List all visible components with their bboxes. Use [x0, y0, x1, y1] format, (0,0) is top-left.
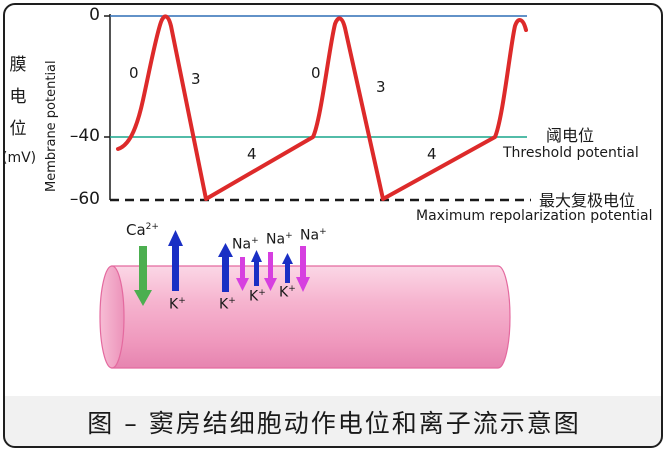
threshold-label-en: Threshold potential — [503, 145, 639, 161]
tick-label-minus-40: –40 — [69, 126, 100, 146]
ion-ca-label: Ca2+ — [126, 221, 159, 239]
ion-na-label-3: Na+ — [300, 227, 327, 244]
tick-label-minus-60: –60 — [69, 189, 100, 209]
tick-label-0: 0 — [89, 5, 100, 25]
ion-k-label-1: K+ — [169, 296, 186, 313]
axis-cn-char-3: 位 — [9, 119, 27, 139]
ion-k-label-2: K+ — [219, 296, 236, 313]
max-repolarization-label-cn: 最大复极电位 — [539, 191, 636, 210]
na-inward-arrow-2 — [264, 252, 277, 291]
figure-caption: 图 – 窦房结细胞动作电位和离子流示意图 — [87, 409, 581, 438]
axis-cn-char-1: 膜 — [9, 55, 27, 75]
max-repolarization-label-en: Maximum repolarization potential — [416, 208, 653, 224]
ion-na-label-2: Na+ — [266, 231, 293, 248]
k-outward-arrow-1 — [168, 230, 183, 291]
phase-label-3-first: 3 — [191, 70, 201, 88]
phase-label-4-first: 4 — [247, 145, 257, 163]
k-outward-arrow-3 — [251, 250, 262, 286]
phase-label-0-second: 0 — [311, 64, 321, 82]
ca-inward-arrow — [134, 246, 152, 306]
membrane-tube — [111, 265, 511, 369]
ion-k-label-4: K+ — [279, 284, 296, 301]
k-outward-arrow-4 — [282, 253, 293, 283]
caption-band — [5, 396, 661, 446]
axis-unit: (mV) — [2, 150, 37, 166]
ion-k-label-3: K+ — [249, 288, 266, 305]
k-outward-arrow-2 — [218, 243, 233, 292]
na-inward-arrow-3 — [296, 246, 310, 292]
ion-na-label-1: Na+ — [232, 236, 259, 253]
axis-cn-char-2: 电 — [9, 87, 27, 107]
action-potential-wave — [116, 14, 528, 201]
phase-label-0-first: 0 — [129, 64, 139, 82]
phase-label-4-second: 4 — [427, 145, 437, 163]
membrane-tube-end — [99, 265, 125, 369]
phase-label-3-second: 3 — [376, 78, 386, 96]
threshold-label-cn: 阈电位 — [546, 126, 595, 145]
na-inward-arrow-1 — [236, 257, 249, 291]
